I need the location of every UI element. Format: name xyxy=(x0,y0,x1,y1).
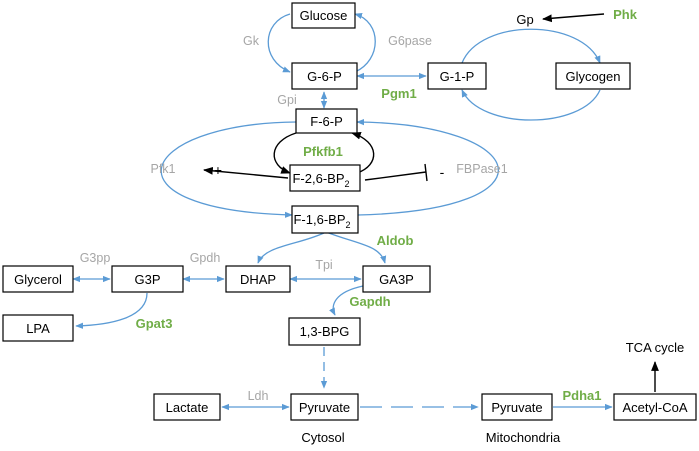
enzyme-pfk1: Pfk1 xyxy=(150,162,175,176)
aldob-to-dhap-arrow xyxy=(257,231,327,264)
node-pyruvate-mitochondria: Pyruvate xyxy=(481,393,553,421)
svg-text:Glucose: Glucose xyxy=(300,8,348,23)
inhibition-sign: - xyxy=(440,164,445,180)
svg-text:Glycogen: Glycogen xyxy=(566,69,621,84)
svg-text:Pyruvate: Pyruvate xyxy=(299,400,350,415)
enzyme-gapdh: Gapdh xyxy=(349,294,390,309)
gk-arrow xyxy=(267,13,291,73)
label-tca-cycle: TCA cycle xyxy=(626,340,685,355)
enzyme-gpi: Gpi xyxy=(277,93,296,107)
node-g3p: G3P xyxy=(111,265,184,293)
enzyme-phk: Phk xyxy=(613,7,638,22)
enzyme-gk: Gk xyxy=(243,34,260,48)
enzyme-fbpase1: FBPase1 xyxy=(456,162,507,176)
svg-text:LPA: LPA xyxy=(26,321,50,336)
phk-arrow xyxy=(542,13,605,23)
enzyme-pfkfb1: Pfkfb1 xyxy=(303,144,343,159)
svg-text:G-6-P: G-6-P xyxy=(307,69,342,84)
node-f16bp: F-1,6-BP2 xyxy=(291,205,359,234)
node-g6p: G-6-P xyxy=(291,62,358,90)
svg-text:Pyruvate: Pyruvate xyxy=(491,400,542,415)
enzyme-tpi: Tpi xyxy=(315,258,332,272)
node-lactate: Lactate xyxy=(153,393,221,421)
g6pase-arrow xyxy=(354,13,376,73)
enzyme-pdha1: Pdha1 xyxy=(562,388,601,403)
region-cytosol: Cytosol xyxy=(301,430,344,445)
svg-text:F-6-P: F-6-P xyxy=(310,114,343,129)
svg-text:G3P: G3P xyxy=(134,272,160,287)
node-f6p: F-6-P xyxy=(295,108,358,134)
svg-text:F-1,6-BP2: F-1,6-BP2 xyxy=(293,212,350,230)
enzyme-gpdh: Gpdh xyxy=(190,251,221,265)
svg-text:Lactate: Lactate xyxy=(166,400,209,415)
pfkfb1-kinase-arrow xyxy=(273,132,297,174)
label-gp: Gp xyxy=(516,12,533,27)
svg-text:G-1-P: G-1-P xyxy=(440,69,475,84)
activation-sign: + xyxy=(214,162,222,178)
enzyme-gpat3: Gpat3 xyxy=(136,316,173,331)
node-ga3p: GA3P xyxy=(362,265,431,293)
pfk1-arrow xyxy=(160,121,297,218)
node-glycogen: Glycogen xyxy=(555,62,631,90)
activation-arrow xyxy=(203,166,289,179)
svg-text:Acetyl-CoA: Acetyl-CoA xyxy=(622,400,687,415)
node-acetyl-coa: Acetyl-CoA xyxy=(613,393,697,421)
pfkfb1-phosphatase-arrow xyxy=(351,131,375,174)
node-g1p: G-1-P xyxy=(427,62,487,90)
svg-text:DHAP: DHAP xyxy=(240,272,276,287)
node-13bpg: 1,3-BPG xyxy=(288,317,361,346)
svg-text:Glycerol: Glycerol xyxy=(14,272,62,287)
gapdh-arrow xyxy=(329,285,364,316)
enzyme-ldh: Ldh xyxy=(248,389,269,403)
fbpase1-arrow xyxy=(356,118,499,216)
enzyme-g6pase: G6pase xyxy=(388,34,432,48)
gpat3-arrow xyxy=(75,292,148,329)
aldob-to-ga3p-arrow xyxy=(325,231,387,264)
glycogen-synthesis-arrow xyxy=(461,28,601,64)
node-dhap: DHAP xyxy=(225,265,291,293)
node-lpa: LPA xyxy=(2,314,74,342)
node-f26bp: F-2,6-BP2 xyxy=(289,164,361,192)
node-glucose: Glucose xyxy=(291,2,356,29)
enzyme-g3pp: G3pp xyxy=(80,251,111,265)
svg-text:1,3-BPG: 1,3-BPG xyxy=(300,324,350,339)
node-pyruvate-cytosol: Pyruvate xyxy=(290,393,359,421)
inhibition-line xyxy=(364,171,427,181)
svg-text:F-2,6-BP2: F-2,6-BP2 xyxy=(292,171,349,189)
inhibition-bar xyxy=(424,163,428,182)
node-glycerol: Glycerol xyxy=(2,265,74,293)
enzyme-aldob: Aldob xyxy=(377,233,414,248)
glycogenolysis-arrow xyxy=(461,89,601,121)
svg-text:GA3P: GA3P xyxy=(379,272,414,287)
region-mitochondria: Mitochondria xyxy=(486,430,561,445)
enzyme-pgm1: Pgm1 xyxy=(381,86,416,101)
